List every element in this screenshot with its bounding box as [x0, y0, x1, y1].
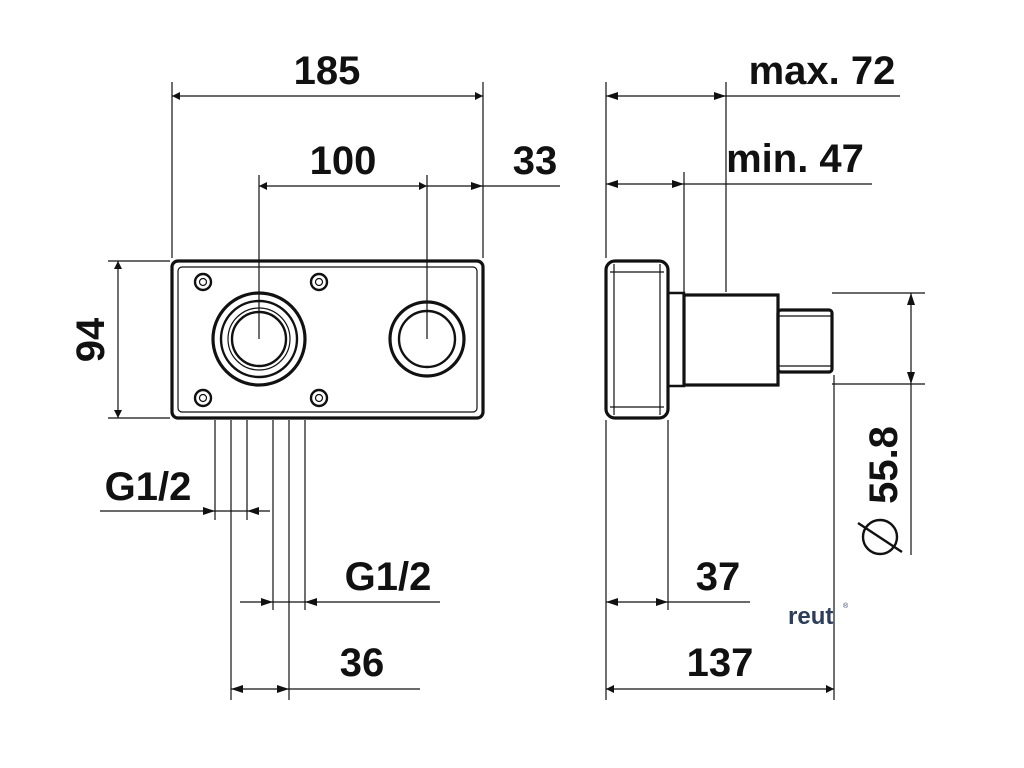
side-flange [604, 259, 670, 420]
front-view: 185 100 33 94 G1/2 G1/2 [69, 49, 560, 700]
dim-label-137: 137 [687, 641, 754, 685]
dim-label-94: 94 [69, 317, 113, 362]
dim-label-max72: max. 72 [749, 49, 896, 93]
dim-label-min47: min. 47 [726, 137, 864, 181]
side-view: max. 72 min. 47 55.8 37 137 [604, 49, 925, 700]
svg-text:reut: reut [788, 603, 833, 630]
front-body-inner [177, 266, 478, 413]
dim-label-100: 100 [310, 139, 377, 183]
dim-label-dia558: 55.8 [862, 426, 906, 504]
dim-label-185: 185 [294, 49, 361, 93]
side-body [668, 291, 686, 388]
dim-label-g12-left: G1/2 [105, 465, 192, 509]
svg-text:®: ® [843, 602, 849, 610]
screw-holes [193, 272, 329, 408]
dim-label-g12-right: G1/2 [345, 555, 432, 599]
dim-label-36: 36 [340, 641, 385, 685]
dim-label-37: 37 [696, 555, 741, 599]
diameter-icon [857, 518, 903, 556]
reut-logo: reut ® [788, 602, 849, 630]
dim-label-33: 33 [513, 139, 558, 183]
front-body-plate [170, 259, 485, 420]
side-spindle [776, 308, 834, 374]
pipe-lines [214, 420, 306, 700]
